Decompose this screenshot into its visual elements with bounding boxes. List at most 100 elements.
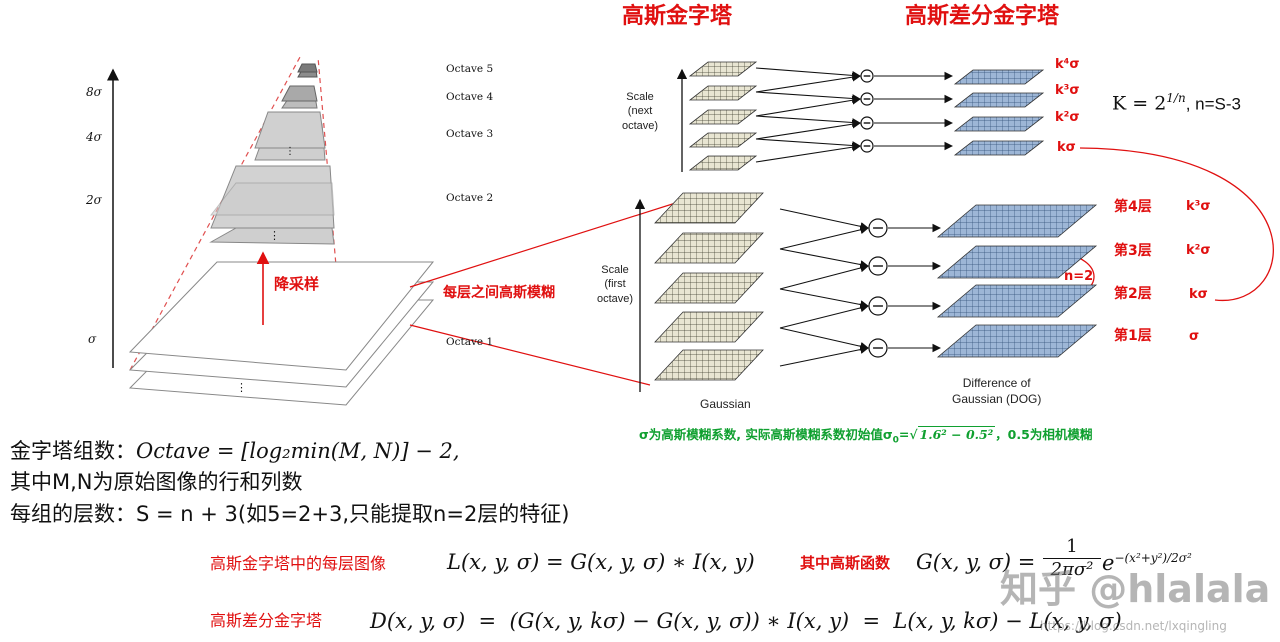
- octave5-plane-top: [297, 63, 318, 73]
- octave-label-1: Octave 1: [446, 336, 494, 348]
- sigma-note-suffix: ，0.5为相机模糊: [995, 427, 1093, 442]
- scale-first-octave-label: Scale (first octave): [597, 264, 634, 305]
- arrow-next-a-4: [755, 138, 862, 150]
- dog-next-layer-2: [953, 92, 1045, 108]
- octave-count-line: 金字塔组数：Octave = [log₂min(M, N)] − 2,: [10, 441, 460, 462]
- scale-label-4sigma: 4σ: [86, 130, 102, 144]
- title-gaussian-pyramid: 高斯金字塔: [622, 4, 733, 29]
- octave1-dots: ⋮: [236, 381, 247, 394]
- right-diagram: [634, 61, 1274, 392]
- scale-label-2sigma: 2σ: [86, 193, 102, 207]
- k-formula-exponent: 1/n: [1166, 91, 1186, 105]
- watermark-main: 知乎 @hlalala: [1000, 567, 1271, 611]
- gaussian-first-layer-1: [654, 192, 764, 224]
- layer-label-1: 第1层: [1114, 328, 1152, 344]
- layer-image-label: 高斯金字塔中的每层图像: [210, 554, 387, 573]
- k-formula-suffix: , n=S-3: [1185, 94, 1241, 114]
- gaussian-next-layer-5: [688, 155, 758, 171]
- upper-sigma-k: kσ: [1057, 140, 1076, 155]
- scale-label-8sigma: 8σ: [86, 85, 102, 99]
- dog-label: Difference of Gaussian (DOG): [952, 376, 1042, 406]
- dog-next-layer-3: [953, 116, 1045, 132]
- dog-first-layer-2: [936, 245, 1098, 279]
- arrow-first-a-4: [779, 327, 870, 351]
- upper-sigma-k4: k⁴σ: [1055, 57, 1080, 72]
- gaussian-first-layer-5: [654, 349, 764, 381]
- k-formula: K = 21/n, n=S-3: [1112, 92, 1241, 113]
- scale-label-sigma: σ: [88, 332, 97, 346]
- octave-count-label: 金字塔组数：: [10, 439, 136, 463]
- layer-label-3: 第3层: [1114, 243, 1152, 259]
- sigma-note-prefix: σ为高斯模糊系数, 实际高斯模糊系数初始值σ: [639, 427, 893, 442]
- arrow-first-a-1: [779, 208, 870, 231]
- blur-connector-bottom: [409, 324, 651, 386]
- sigma-note: σ为高斯模糊系数, 实际高斯模糊系数初始值σ0=√1.6² − 0.5²，0.5…: [639, 426, 1093, 446]
- gaussian-label: Gaussian: [700, 397, 751, 411]
- octave3-dots: ⋮: [285, 146, 295, 157]
- octave-link-curve: [1079, 147, 1274, 302]
- octave3-plane-top: [254, 111, 326, 149]
- lower-sigma-base: σ: [1189, 329, 1200, 344]
- layer-label-4: 第4层: [1114, 199, 1152, 215]
- downsample-label: 降采样: [274, 275, 320, 293]
- gaussian-next-layer-4: [688, 132, 758, 148]
- octave-label-4: Octave 4: [446, 91, 494, 103]
- dog-formula-label: 高斯差分金字塔: [210, 611, 323, 630]
- arrow-first-b-2: [779, 263, 870, 290]
- octave-count-formula: Octave = [log₂min(M, N)] − 2,: [136, 439, 460, 463]
- arrow-next-b-2: [755, 95, 862, 117]
- dog-first-layer-3: [936, 284, 1098, 318]
- arrow-next-a-2: [755, 91, 862, 103]
- left-pyramid: [107, 56, 686, 406]
- arrow-next-a-1: [755, 67, 862, 80]
- upper-sigma-k2: k²σ: [1055, 110, 1080, 125]
- n2-label: n=2: [1064, 269, 1094, 284]
- upper-sigma-k3: k³σ: [1055, 83, 1080, 98]
- gauss-func-e: e: [1102, 551, 1115, 575]
- sigma-note-sqrt: 1.6² − 0.5²: [917, 426, 996, 442]
- gauss-func-exp: e−(x²+y²)/2σ²: [1102, 552, 1192, 574]
- arrow-first-a-2: [779, 248, 870, 269]
- octave-label-5: Octave 5: [446, 63, 494, 75]
- octave1-plane-top: [128, 261, 435, 371]
- arrow-next-a-3: [755, 115, 862, 127]
- gaussian-first-layer-2: [654, 232, 764, 264]
- dog-next-layer-4: [953, 140, 1045, 156]
- gaussian-first-layer-4: [654, 311, 764, 343]
- gauss-func-exponent: −(x²+y²)/2σ²: [1114, 551, 1192, 565]
- dog-next-layer-1: [953, 69, 1045, 85]
- arrow-first-a-3: [779, 288, 870, 309]
- octave4-plane-top: [281, 85, 318, 102]
- layer-count-line: 每组的层数：S = n + 3(如5=2+3,只能提取n=2层的特征): [10, 502, 570, 526]
- blur-connector-top: [409, 199, 686, 288]
- gauss-func-label: 其中高斯函数: [800, 554, 891, 572]
- dog-formula: D(x, y, σ) = (G(x, y, kσ) − G(x, y, σ)) …: [370, 609, 1122, 633]
- arrow-first-b-1: [779, 225, 870, 250]
- octave2-plane-middle: [209, 182, 335, 216]
- title-dog-pyramid: 高斯差分金字塔: [905, 4, 1060, 29]
- gauss-func-numerator: 1: [1043, 538, 1101, 559]
- layer-image-formula: L(x, y, σ) = G(x, y, σ) ∗ I(x, y): [447, 550, 755, 574]
- layer-label-2: 第2层: [1114, 286, 1152, 302]
- octave-label-2: Octave 2: [446, 192, 494, 204]
- dog-first-layer-1: [936, 204, 1098, 238]
- arrow-next-b-3: [755, 119, 862, 140]
- gaussian-next-layer-2: [688, 85, 758, 101]
- lower-sigma-k2: k²σ: [1186, 243, 1211, 258]
- gaussian-next-layer-1: [688, 61, 758, 77]
- lower-sigma-k3: k³σ: [1186, 199, 1211, 214]
- octave-label-3: Octave 3: [446, 128, 494, 140]
- octave2-dots: ⋮: [269, 229, 280, 242]
- watermark-url: https://blog.csdn.net/lxqingling: [1040, 619, 1227, 633]
- arrow-next-b-1: [755, 72, 862, 93]
- gauss-func-denominator: 2πσ²: [1050, 559, 1094, 580]
- gaussian-first-layer-3: [654, 272, 764, 304]
- lower-sigma-k: kσ: [1189, 287, 1208, 302]
- blur-between-layers-label: 每层之间高斯模糊: [443, 285, 555, 301]
- arrow-first-b-4: [779, 345, 870, 367]
- sigma-note-eq: =: [898, 427, 910, 442]
- gaussian-next-layer-3: [688, 109, 758, 125]
- arrow-next-b-4: [755, 142, 862, 163]
- dog-first-layer-4: [936, 324, 1098, 358]
